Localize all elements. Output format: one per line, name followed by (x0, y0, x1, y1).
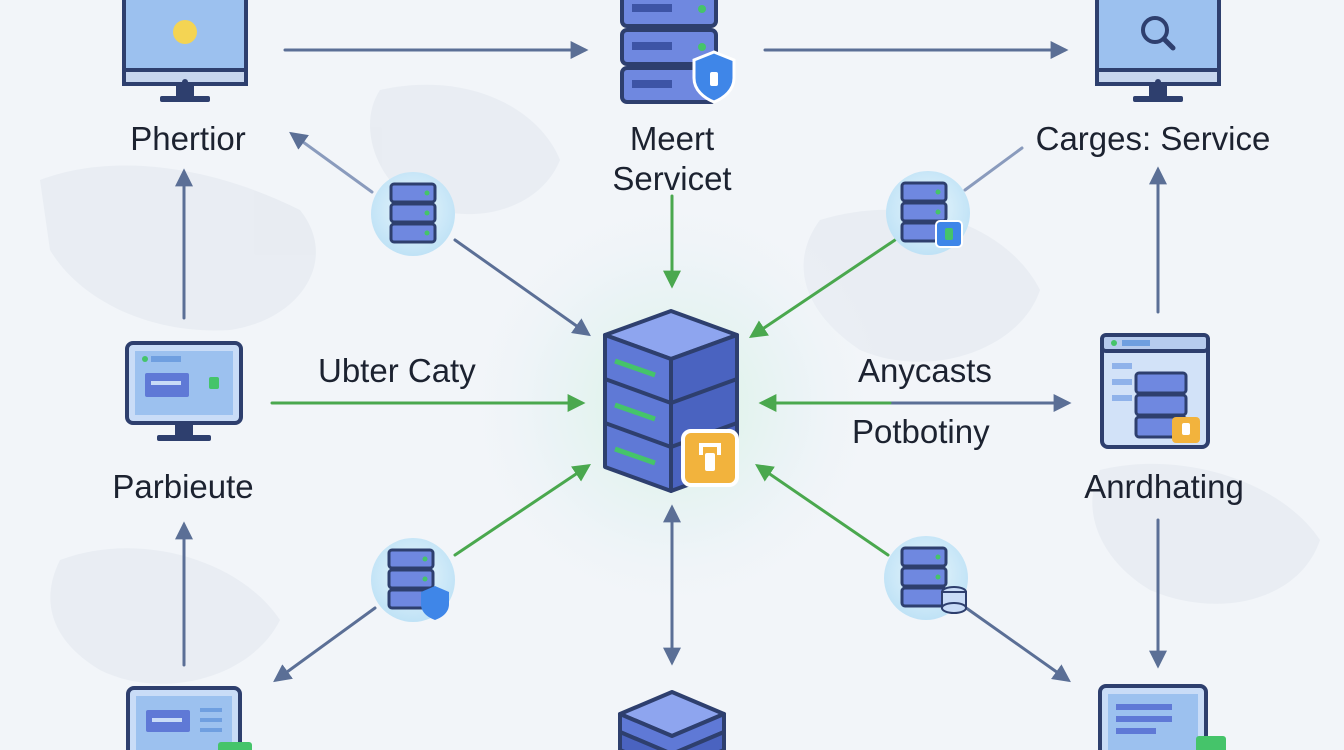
lock-icon (935, 220, 963, 248)
arrow-diag-tr-faint (963, 146, 1024, 192)
node-label-top-center-line1: Meert (629, 120, 715, 157)
lock-icon (681, 429, 739, 487)
shield-icon (421, 586, 449, 620)
node-label-top-center-line2: Servicet (612, 160, 732, 198)
node-label-top-right: Carges: Service (1035, 120, 1271, 157)
monitor-icon (125, 341, 243, 441)
monitor-icon (1095, 0, 1221, 102)
arrow-diag-tl-to-center (453, 238, 591, 337)
server-stack-icon (620, 0, 736, 104)
node-label-top-center: Meert Servicet (612, 119, 731, 200)
edge-label-right-2: Potbotiny (852, 413, 990, 450)
magnifier-icon (1141, 16, 1176, 51)
arrow-diag-to-topleft (289, 131, 374, 194)
arrow-green-tr-to-center (749, 238, 897, 339)
lock-icon (1172, 417, 1200, 443)
node-label-top-left: Phertior (130, 120, 246, 157)
edge-label-left: Ubter Caty (318, 352, 476, 389)
node-label-mid-left: Parbieute (112, 468, 254, 505)
connections (175, 41, 1167, 683)
database-icon (941, 586, 967, 614)
node-label-mid-right: Anrdhating (1084, 468, 1244, 505)
arrow-green-br-to-center (755, 463, 890, 557)
monitor-icon (1098, 684, 1226, 750)
arrow-diag-br-out (960, 603, 1071, 683)
server-bubble-tr (886, 171, 970, 255)
lock-icon (209, 377, 219, 389)
shield-icon (692, 50, 736, 104)
server-bubble-bl (371, 538, 455, 622)
server-window-icon (1100, 333, 1210, 449)
arrow-diag-bl-out (273, 606, 377, 683)
arrow-green-bl-to-center (453, 463, 591, 557)
server-stack-icon (603, 309, 739, 493)
server-stack-icon (618, 690, 726, 750)
server-bubble-br (884, 536, 968, 620)
monitor-icon (122, 0, 248, 102)
edge-label-right-1: Anycasts (858, 352, 992, 389)
server-bubble-tl (371, 172, 455, 256)
monitor-icon (126, 686, 252, 750)
